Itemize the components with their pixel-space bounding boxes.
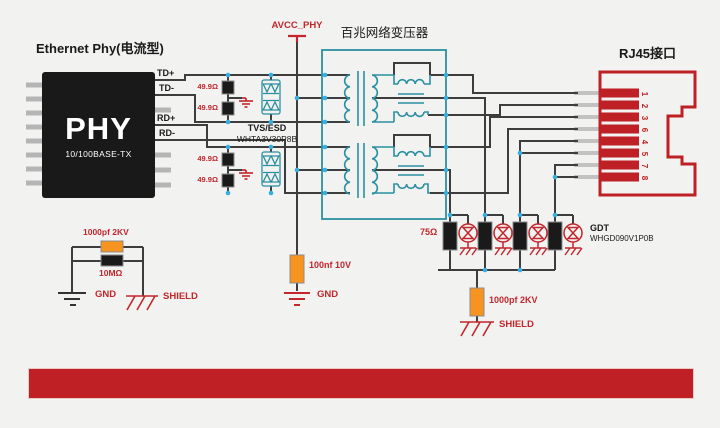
pin-label-rd-plus: RD+ — [157, 113, 176, 123]
bottom-red-banner — [28, 368, 694, 399]
bank-cap-label: 1000pf 2KV — [489, 295, 538, 305]
chassis-cap-label: 1000pf 2KV — [83, 227, 129, 237]
termination-r2-label: 49.9Ω — [197, 103, 218, 112]
chassis-resistor-label: 10MΩ — [99, 268, 123, 278]
pin-label-rd-minus: RD- — [159, 128, 175, 138]
gnd-symbol-chassis — [58, 292, 86, 306]
gdt-symbols — [458, 223, 583, 248]
bank-shield-label: SHIELD — [499, 319, 534, 330]
phy-chip: PHY 10/100BASE-TX — [42, 72, 155, 198]
gnd-symbol-avcc — [284, 292, 310, 306]
pin-label-td-minus: TD- — [159, 83, 174, 93]
avcc-gnd-label: GND — [317, 289, 339, 300]
chassis-gnd-label: GND — [95, 289, 117, 300]
phy-pin-stubs — [26, 82, 171, 188]
gnd-symbol-term2 — [239, 169, 253, 180]
avcc-rail-label: AVCC_PHY — [271, 20, 323, 31]
transformer-title: 百兆网络变压器 — [340, 26, 429, 40]
gdt-chassis-grounds — [459, 247, 583, 256]
shield-symbol-bank — [460, 321, 494, 337]
power-rail-symbol — [288, 34, 306, 42]
phy-chip-subtitle: 10/100BASE-TX — [65, 149, 132, 159]
junction-dots — [225, 72, 558, 273]
termination-r4-label: 49.9Ω — [197, 175, 218, 184]
rj45-pin-number: 8 — [640, 175, 649, 181]
rj45-title: RJ45接口 — [618, 46, 677, 61]
capacitors — [100, 240, 485, 317]
rj45-pin-stubs — [574, 91, 602, 179]
tvs-diode-symbols — [261, 79, 281, 187]
pin-label-td-plus: TD+ — [157, 68, 175, 78]
shield-symbol-chassis — [126, 295, 158, 311]
resistors — [100, 80, 563, 267]
gdt-part-number: WHGD090V1P0B — [590, 234, 654, 243]
transformer-box — [321, 49, 447, 220]
phy-chip-name: PHY — [65, 111, 132, 146]
gdt-label: GDT — [590, 223, 609, 233]
termination-r3-label: 49.9Ω — [197, 154, 218, 163]
tvs-part-number: WHTA3V30P8B — [236, 133, 298, 144]
gnd-symbol-term1 — [239, 97, 253, 108]
termination-r1-label: 49.9Ω — [197, 82, 218, 91]
chassis-shield-label: SHIELD — [163, 291, 198, 302]
decoupling-cap-label: 100nf 10V — [309, 260, 352, 270]
rj45-connector — [598, 70, 697, 197]
bob-smith-resistor-label: 75Ω — [420, 227, 438, 237]
transformer-windings — [343, 71, 431, 198]
tvs-label: TVS/ESD — [247, 123, 287, 133]
phy-section-title: Ethernet Phy(电流型) — [36, 41, 164, 56]
